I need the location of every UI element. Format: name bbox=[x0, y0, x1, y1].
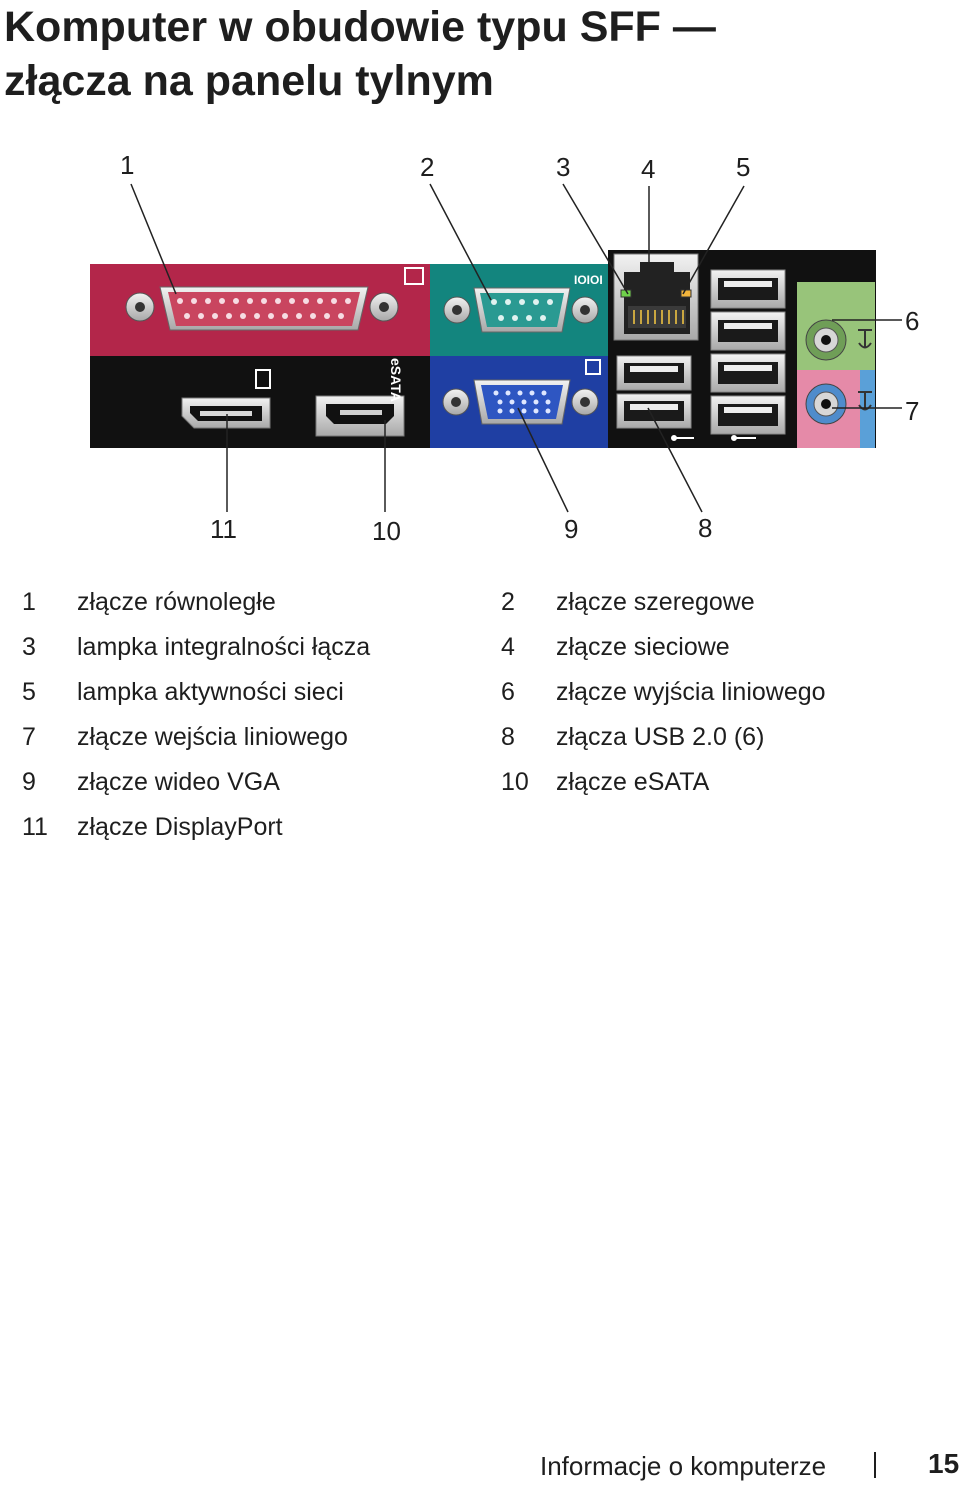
legend-number: 7 bbox=[22, 723, 36, 751]
footer-divider bbox=[874, 1452, 876, 1478]
legend-row: 11 złącze DisplayPort bbox=[0, 805, 960, 850]
displayport-graphic bbox=[181, 369, 271, 429]
usb-ports-graphic bbox=[616, 269, 786, 441]
title-line-2: złącza na panelu tylnym bbox=[4, 57, 494, 105]
callout-11: 11 bbox=[210, 514, 237, 544]
legend-text: złącze równoległe bbox=[77, 588, 276, 616]
callout-10: 10 bbox=[372, 516, 401, 546]
legend-row: 3 lampka integralności łącza 4 złącze si… bbox=[0, 625, 960, 670]
legend-number: 10 bbox=[501, 768, 529, 796]
parallel-port-graphic bbox=[125, 267, 424, 331]
callout-2: 2 bbox=[420, 152, 434, 182]
vga-port-graphic bbox=[442, 359, 601, 425]
serial-port-graphic: IOIOI bbox=[443, 273, 603, 333]
legend-row: 1 złącze równoległe 2 złącze szeregowe bbox=[0, 580, 960, 625]
serial-label: IOIOI bbox=[574, 273, 603, 287]
legend-text: złącze DisplayPort bbox=[77, 813, 283, 841]
back-panel-figure: IOIOI eSATA bbox=[90, 150, 919, 546]
callout-6: 6 bbox=[905, 306, 919, 336]
connector-legend: 1 złącze równoległe 2 złącze szeregowe 3… bbox=[0, 580, 960, 850]
legend-text: lampka integralności łącza bbox=[77, 633, 371, 661]
legend-text: złącze wyjścia liniowego bbox=[556, 678, 826, 706]
legend-number: 4 bbox=[501, 633, 515, 661]
callout-lines bbox=[130, 183, 902, 513]
legend-number: 9 bbox=[22, 768, 36, 796]
callout-7: 7 bbox=[905, 396, 919, 426]
footer-section-title: Informacje o komputerze bbox=[540, 1451, 827, 1481]
legend-number: 1 bbox=[22, 588, 36, 616]
legend-number: 11 bbox=[22, 813, 48, 841]
legend-number: 8 bbox=[501, 723, 515, 751]
legend-row: 5 lampka aktywności sieci 6 złącze wyjśc… bbox=[0, 670, 960, 715]
legend-text: złącze sieciowe bbox=[556, 633, 730, 661]
callout-9: 9 bbox=[564, 514, 578, 544]
legend-text: złącze wejścia liniowego bbox=[77, 723, 348, 751]
legend-number: 3 bbox=[22, 633, 36, 661]
network-port-graphic bbox=[613, 253, 699, 341]
page-footer: Informacje o komputerze 15 bbox=[0, 1446, 960, 1486]
legend-text: złącza USB 2.0 (6) bbox=[556, 723, 765, 751]
esata-port-graphic: eSATA bbox=[315, 358, 405, 437]
audio-jacks-graphic bbox=[805, 319, 872, 425]
callout-3: 3 bbox=[556, 152, 570, 182]
legend-text: złącze eSATA bbox=[556, 768, 710, 796]
callout-1: 1 bbox=[120, 150, 134, 180]
legend-number: 2 bbox=[501, 588, 515, 616]
page-title: Komputer w obudowie typu SFF — złącza na… bbox=[4, 0, 716, 108]
legend-text: złącze wideo VGA bbox=[77, 768, 280, 796]
legend-row: 7 złącze wejścia liniowego 8 złącza USB … bbox=[0, 715, 960, 760]
callout-4: 4 bbox=[641, 154, 655, 184]
callout-5: 5 bbox=[736, 152, 750, 182]
legend-text: lampka aktywności sieci bbox=[77, 678, 344, 706]
legend-number: 5 bbox=[22, 678, 36, 706]
esata-label: eSATA bbox=[388, 358, 404, 402]
title-line-1: Komputer w obudowie typu SFF — bbox=[4, 3, 716, 51]
legend-text: złącze szeregowe bbox=[556, 588, 755, 616]
callout-8: 8 bbox=[698, 513, 712, 543]
legend-number: 6 bbox=[501, 678, 515, 706]
legend-row: 9 złącze wideo VGA 10 złącze eSATA bbox=[0, 760, 960, 805]
page-number: 15 bbox=[928, 1448, 960, 1479]
